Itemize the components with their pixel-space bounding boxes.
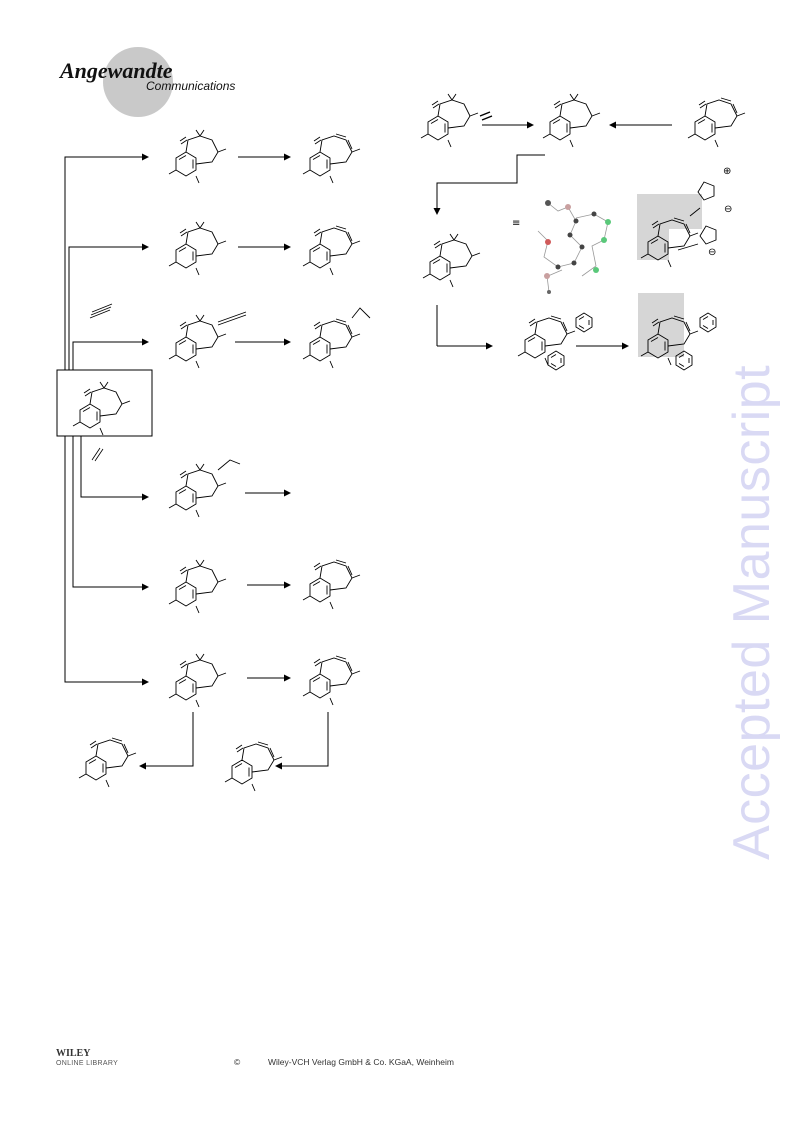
copyright-symbol: ©	[234, 1057, 241, 1067]
wiley-logo: WILEY	[56, 1048, 91, 1059]
journal-logo-circle	[103, 47, 173, 117]
accepted-manuscript-watermark: Accepted Manuscript	[723, 364, 781, 860]
minus-charge-2: ⊖	[708, 247, 716, 258]
crystal-atoms	[544, 200, 611, 294]
minus-charge-1: ⊖	[724, 204, 732, 215]
publisher-line: Wiley-VCH Verlag GmbH & Co. KGaA, Weinhe…	[268, 1057, 454, 1067]
wiley-logo-subtitle: ONLINE LIBRARY	[56, 1060, 119, 1067]
branch-lines	[64, 153, 149, 686]
crystal-structure	[537, 202, 609, 293]
plus-charge: ⊕	[723, 166, 731, 177]
journal-title: Angewandte	[60, 58, 173, 83]
journal-section: Communications	[146, 79, 236, 93]
boxed-starting-material	[56, 369, 153, 437]
equiv-symbol: ≡	[512, 218, 520, 229]
